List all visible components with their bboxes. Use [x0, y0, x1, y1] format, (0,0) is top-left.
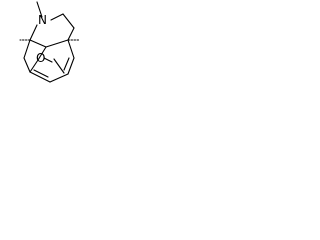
atom-label-oxygen: O [36, 51, 45, 65]
bond-n-methyl [36, 1, 43, 18]
bond-ring-c [49, 73, 69, 83]
bond-o-methyl [53, 58, 65, 74]
bond-ring-f [37, 46, 47, 61]
bond-ring-a [67, 39, 75, 59]
bond-c1-c-left [23, 39, 31, 59]
bond-ring-b [67, 57, 75, 75]
bond-n-c2 [50, 13, 64, 21]
bond-c3-c4 [67, 27, 75, 41]
canvas-background [0, 0, 92, 90]
bond-n-c1 [29, 24, 38, 41]
bond-ring-d [29, 71, 51, 83]
bond-ring-e [29, 59, 39, 73]
bond-bridge-left [29, 39, 47, 48]
bond-bridge-right [45, 39, 69, 48]
bond-ring-inner-1 [33, 69, 49, 78]
atom-label-nitrogen: N [38, 13, 47, 27]
molecule-structure: N O [0, 0, 92, 90]
bond-c-left-c-lower [23, 57, 31, 73]
bond-c2-c3 [62, 13, 75, 29]
bond-ring-inner-2 [63, 57, 70, 71]
bond-o-ring [43, 57, 53, 63]
